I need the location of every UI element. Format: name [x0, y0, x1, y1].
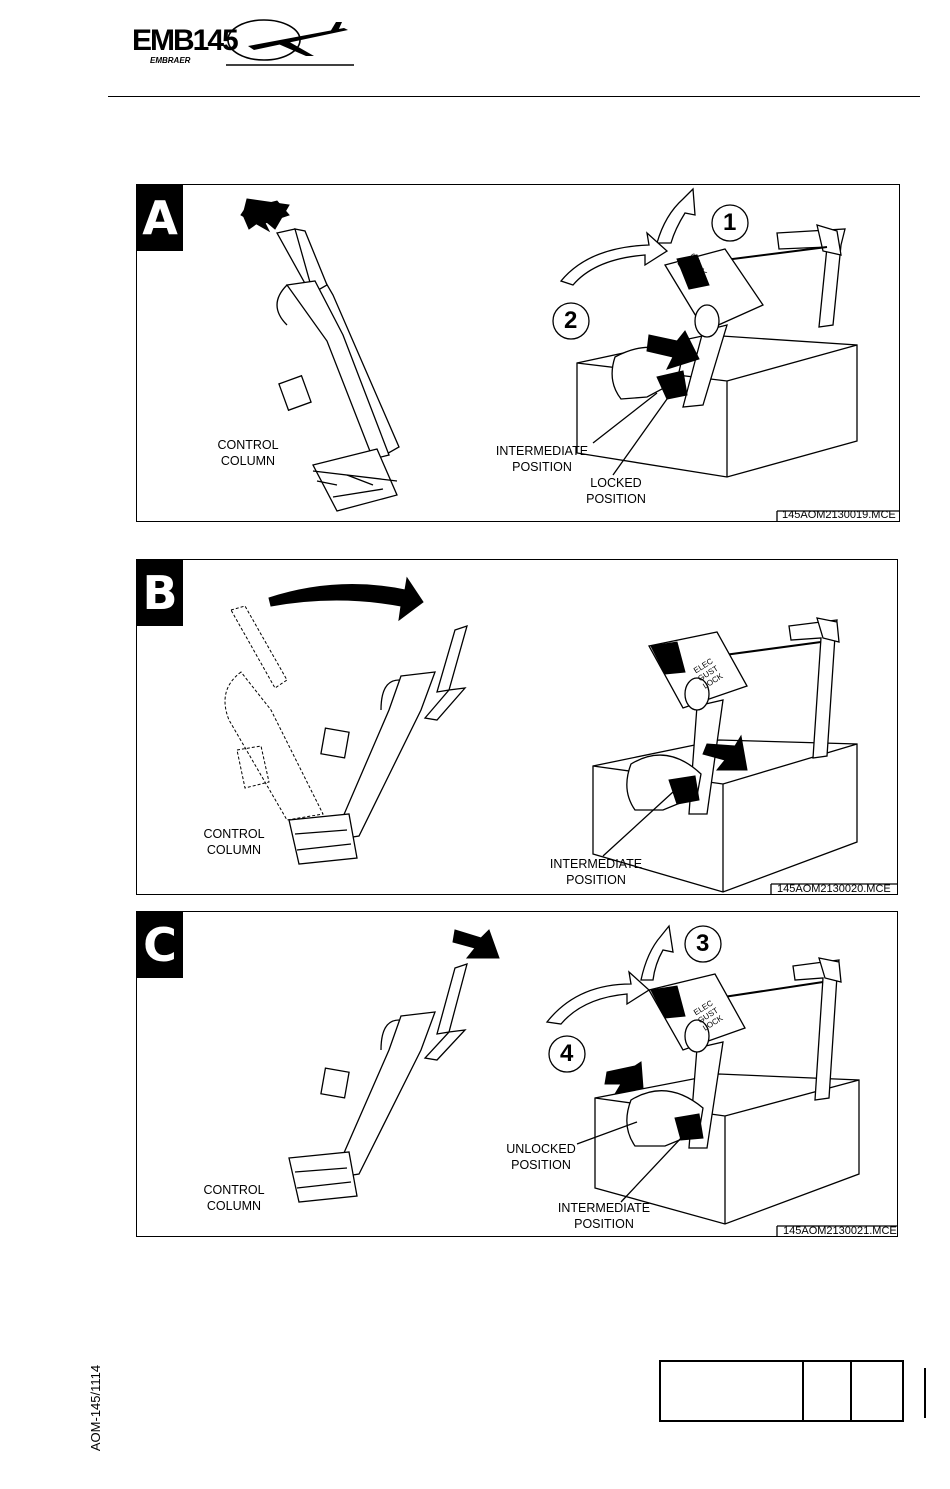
- push-arrow-icon: [605, 1062, 643, 1094]
- revision-box: [659, 1360, 904, 1422]
- header-rule: [108, 96, 920, 97]
- intermediate-position-label: INTERMEDIATE POSITION: [541, 856, 651, 888]
- lift-arrow-icon: [641, 926, 673, 980]
- control-column-label: CONTROL COLUMN: [203, 437, 293, 469]
- rotate-arrow-icon: [547, 972, 649, 1024]
- rotate-arrow-icon: [561, 233, 667, 285]
- figure-ref: 145AOM2130021.MCE: [783, 1225, 897, 1237]
- step-4: 4: [560, 1040, 573, 1068]
- control-column-drawing: [289, 626, 467, 864]
- logo: EMB145 EMBRAER: [128, 14, 358, 70]
- ghost-column-drawing: [225, 606, 323, 820]
- unlocked-position-label: UNLOCKED POSITION: [493, 1141, 589, 1173]
- intermediate-position-label: INTERMEDIATE POSITION: [487, 443, 597, 475]
- control-column-drawing: [289, 964, 467, 1202]
- figure-ref: 145AOM2130019.MCE: [782, 509, 896, 521]
- logo-model: EMB145: [132, 24, 237, 58]
- revision-cell-divider: [850, 1362, 852, 1420]
- locked-position-label: LOCKED POSITION: [571, 475, 661, 507]
- embraer-aircraft-logo-icon: [226, 16, 356, 68]
- control-column-label: CONTROL COLUMN: [189, 1182, 279, 1214]
- figure-ref: 145AOM2130020.MCE: [777, 883, 891, 895]
- step-1: 1: [723, 209, 736, 237]
- push-arrow-icon: [453, 930, 499, 958]
- header: EMB145 EMBRAER: [0, 0, 950, 100]
- logo-brand: EMBRAER: [150, 56, 190, 65]
- doc-code: AOM-145/1114: [88, 1348, 104, 1468]
- lift-arrow-icon: [657, 189, 695, 243]
- control-column-label: CONTROL COLUMN: [189, 826, 279, 858]
- step-3: 3: [696, 930, 709, 958]
- swing-arrow-icon: [269, 578, 423, 620]
- panel-c: C: [136, 911, 898, 1237]
- step-2: 2: [564, 307, 577, 335]
- panel-b: B: [136, 559, 898, 895]
- gust-lock-drawing: [577, 225, 857, 477]
- intermediate-position-label: INTERMEDIATE POSITION: [549, 1200, 659, 1232]
- panel-a: A: [136, 184, 900, 522]
- edge-mark: [924, 1368, 926, 1418]
- revision-cell-divider: [802, 1362, 804, 1420]
